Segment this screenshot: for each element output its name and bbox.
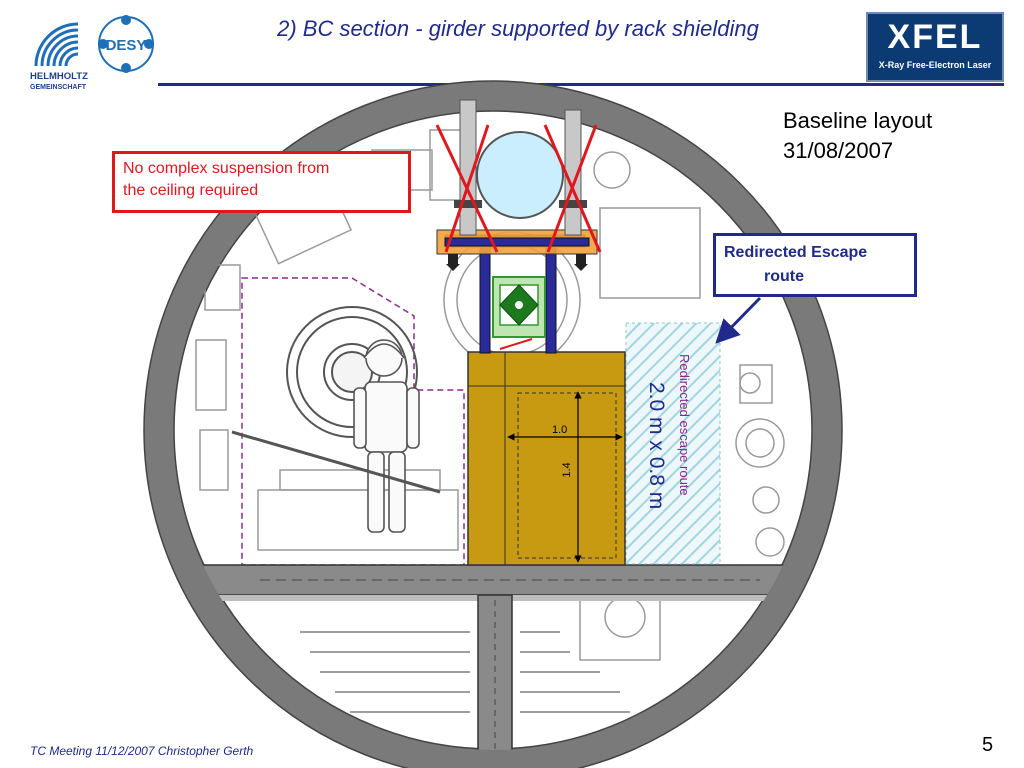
baseline-title: Baseline layout (783, 108, 933, 133)
equipment-envelope (241, 277, 465, 566)
baseline-label: Baseline layout 31/08/2007 (783, 106, 932, 166)
escape-route-area (625, 322, 721, 565)
slide-title: 2) BC section - girder supported by rack… (218, 16, 818, 42)
width-dimension-label: 1.0 (552, 424, 567, 436)
xfel-logo: XFEL X-Ray Free-Electron Laser (866, 12, 1004, 82)
title-section: BC section (302, 16, 410, 41)
header-rule (158, 83, 1004, 86)
no-suspension-callout: No complex suspension from the ceiling r… (112, 151, 411, 213)
gemeinschaft-wordmark: GEMEINSCHAFT (30, 84, 87, 91)
helmholtz-wordmark: HELMHOLTZ (30, 71, 88, 82)
baseline-date: 31/08/2007 (783, 138, 894, 163)
tunnel-lining (144, 81, 842, 768)
no-suspension-line1: No complex suspension from (123, 160, 330, 177)
crossed-out-suspension (435, 124, 602, 253)
no-suspension-line2: the ceiling required (123, 182, 259, 199)
girder-post-right (545, 245, 557, 354)
page-number: 5 (982, 734, 994, 756)
escape-route-size: 2.0 m x 0.8 m (645, 382, 668, 509)
rack-outline (517, 392, 617, 559)
adjustment-bolts (446, 254, 588, 271)
escape-callout-line1: Redirected Escape (724, 244, 868, 261)
title-number: 2) (277, 16, 303, 41)
title-separator: - (409, 16, 429, 41)
worker-figure (231, 339, 441, 533)
escape-callout-line2: route (764, 268, 804, 285)
cable-trays (300, 631, 630, 713)
xfel-subtitle: X-Ray Free-Electron Laser (878, 60, 992, 70)
girder-post-left (479, 245, 491, 354)
escape-route-callout: Redirected Escape route (713, 233, 917, 297)
escape-route-label: Redirected escape route (677, 354, 692, 496)
footer-text: TC Meeting 11/12/2007 Christopher Gerth (30, 744, 254, 758)
title-description: girder supported by rack shielding (428, 16, 759, 41)
helmholtz-desy-logo: DESY HELMHOLTZ GEMEINSCHAFT (30, 15, 154, 91)
height-dimension-label: 1.4 (561, 462, 573, 477)
rack-shielding (467, 351, 626, 566)
xfel-wordmark: XFEL (887, 18, 983, 56)
cryomodule (286, 306, 418, 438)
escape-route-arrow (715, 296, 762, 344)
desy-wordmark: DESY (106, 37, 147, 54)
cryo-pipe (476, 131, 564, 219)
